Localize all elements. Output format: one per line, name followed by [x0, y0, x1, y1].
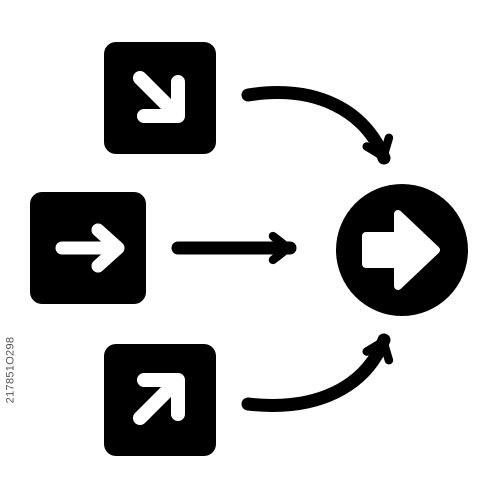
connector-arrow-top: [241, 86, 394, 165]
input-box-top: [104, 42, 216, 154]
arrow-down-right-icon: [133, 71, 185, 123]
stock-image-id: 217851O298: [4, 250, 16, 490]
output-circle: [336, 184, 468, 316]
arrow-right-icon: [55, 223, 125, 273]
input-box-middle: [30, 192, 146, 304]
stock-image-id-text: 217851O298: [4, 336, 16, 404]
arrow-up-right-icon: [133, 373, 185, 425]
input-box-bottom: [104, 344, 216, 456]
connector-arrow-bottom: [241, 333, 394, 412]
arrow-right-icon: [362, 210, 440, 290]
